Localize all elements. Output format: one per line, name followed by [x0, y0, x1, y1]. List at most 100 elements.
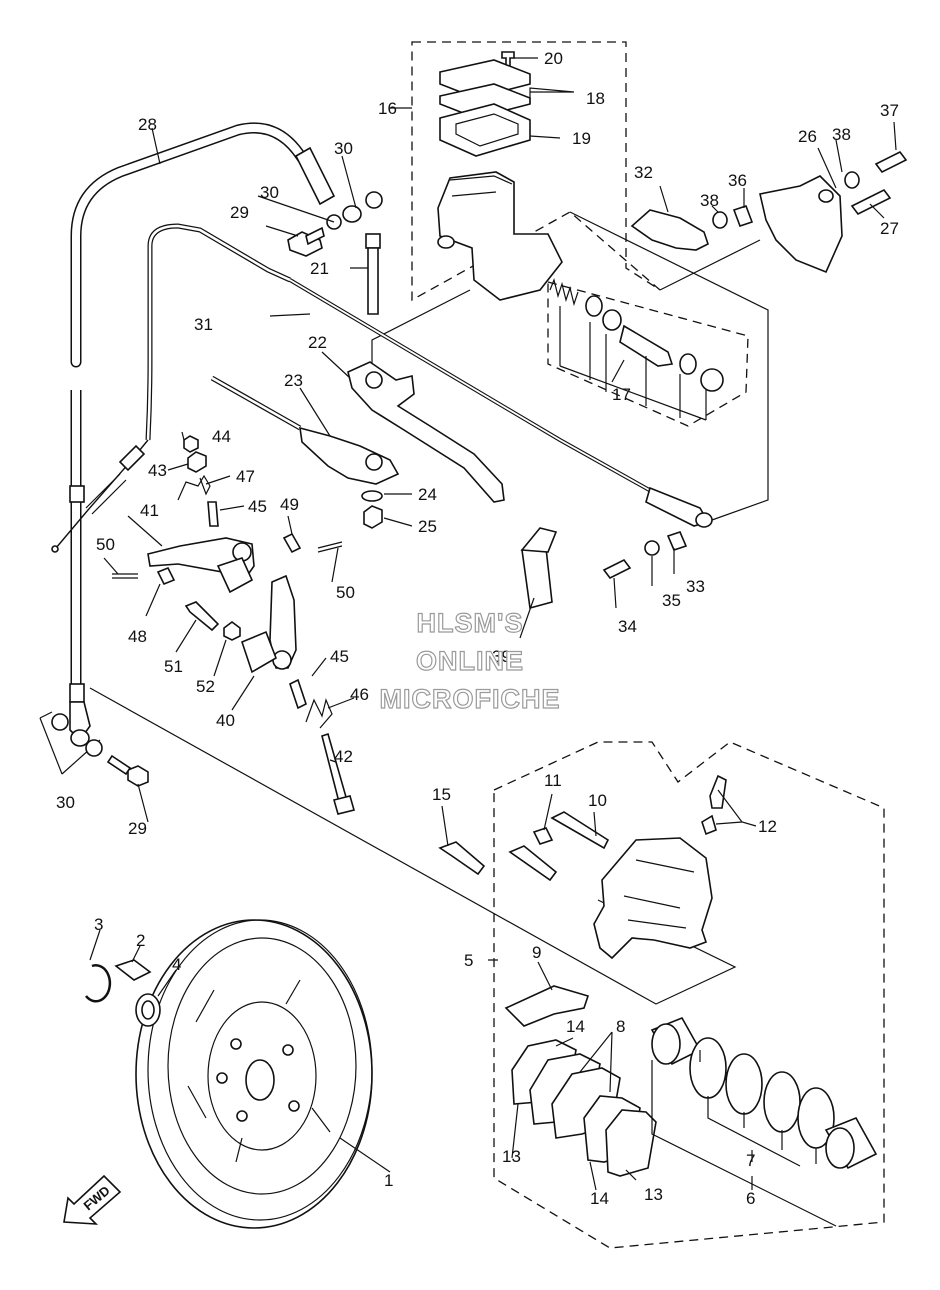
bolt-34 — [602, 558, 632, 580]
washer-38a — [712, 211, 728, 229]
bolt-48 — [156, 566, 176, 586]
seal-17b — [602, 309, 622, 331]
callout-22: 22 — [308, 333, 327, 352]
brake-pedal-32 — [630, 209, 709, 251]
callout-12: 12 — [758, 817, 777, 836]
bolt-51 — [184, 601, 220, 632]
callout-5: 5 — [464, 951, 473, 970]
callout-41: 41 — [140, 501, 159, 520]
callout-27: 27 — [880, 219, 899, 238]
callout-16: 16 — [378, 99, 397, 118]
watermark-line-1: HLSM'S — [417, 608, 524, 638]
label-tag-39 — [521, 547, 553, 610]
brake-lever-22 — [347, 361, 505, 503]
callout-38b: 38 — [832, 125, 851, 144]
master-cylinder-body — [437, 171, 563, 301]
disc-bolt-5 — [216, 1072, 228, 1084]
bolt-caliper — [508, 845, 558, 882]
key-2 — [114, 959, 152, 981]
callout-40: 40 — [216, 711, 235, 730]
callout-31: 31 — [194, 315, 213, 334]
callout-43: 43 — [148, 461, 167, 480]
callout-36: 36 — [728, 171, 747, 190]
callout-2: 2 — [136, 931, 145, 950]
pedal-leader — [659, 239, 761, 291]
callout-44: 44 — [212, 427, 231, 446]
callout-4: 4 — [172, 955, 181, 974]
leaders — [89, 57, 897, 1191]
piston-6b-face — [825, 1127, 855, 1169]
bolt-29-bottom — [127, 765, 149, 787]
group-5-outline — [493, 741, 885, 1249]
callout-17: 17 — [612, 385, 631, 404]
pin-45a — [207, 501, 219, 527]
callout-39: 39 — [492, 647, 511, 666]
disc-bolt-3 — [288, 1100, 300, 1112]
label-tag-39-flap — [520, 527, 558, 553]
callout-32: 32 — [634, 163, 653, 182]
callout-14b: 14 — [590, 1189, 609, 1208]
cup-17 — [679, 353, 697, 375]
spring-17 — [549, 278, 579, 307]
brake-disc-carrier — [207, 1001, 317, 1151]
diaphragm-19-inner — [455, 113, 519, 147]
callout-33: 33 — [686, 577, 705, 596]
pin-49 — [282, 532, 302, 554]
callout-47: 47 — [236, 467, 255, 486]
spring-46 — [305, 698, 333, 729]
nut-52 — [223, 621, 241, 641]
fwd-arrow — [63, 1174, 122, 1225]
master-cylinder-port — [437, 235, 455, 249]
callout-30b: 30 — [260, 183, 279, 202]
collar-33 — [666, 531, 688, 551]
callout-35: 35 — [662, 591, 681, 610]
lever-pivot-22 — [365, 371, 383, 389]
cotter-50b — [317, 541, 343, 553]
seal-17a — [585, 295, 603, 317]
lever-bracket-23 — [299, 426, 400, 485]
bleeder-cap-12 — [701, 814, 717, 836]
callout-1: 1 — [384, 1171, 393, 1190]
washer-30d — [85, 739, 103, 757]
callout-13b: 13 — [644, 1185, 663, 1204]
group-17-outline — [547, 281, 749, 427]
cable-end-nipple — [51, 545, 59, 553]
callout-18: 18 — [586, 89, 605, 108]
callout-13a: 13 — [502, 1147, 521, 1166]
callout-9: 9 — [532, 943, 541, 962]
callout-38a: 38 — [700, 191, 719, 210]
caliper-body — [593, 837, 713, 960]
collar-36 — [732, 204, 754, 228]
banjo-top — [342, 205, 362, 223]
callout-50b: 50 — [336, 583, 355, 602]
callout-labels: 1 2 3 4 5 6 7 8 9 10 11 12 13 13 14 14 1… — [56, 49, 899, 1208]
callout-49: 49 — [280, 495, 299, 514]
master-cylinder-top — [449, 175, 513, 197]
seal-7a — [689, 1037, 727, 1099]
rod-42-end — [333, 795, 355, 815]
callout-45a: 45 — [248, 497, 267, 516]
washer-38b — [844, 171, 860, 189]
kit-17-lines — [559, 306, 707, 421]
boot-17 — [700, 368, 724, 392]
callout-30c: 30 — [56, 793, 75, 812]
callout-52: 52 — [196, 677, 215, 696]
callout-24: 24 — [418, 485, 437, 504]
watermark-line-3: MICROFICHE — [380, 684, 561, 714]
piston-17 — [619, 324, 674, 367]
seal-7c — [763, 1071, 801, 1133]
hose-bolt-21 — [365, 233, 381, 249]
rod-42 — [321, 732, 349, 807]
callout-10: 10 — [588, 791, 607, 810]
bolt-15 — [438, 841, 486, 876]
callout-45b: 45 — [330, 647, 349, 666]
pad-13b — [605, 1109, 657, 1177]
diaphragm-19 — [439, 103, 531, 157]
washer-30b — [365, 191, 383, 209]
rear-cable-eye — [695, 512, 713, 528]
washer-24 — [361, 490, 383, 502]
spring-47 — [177, 474, 211, 501]
brake-hose-28-core — [72, 123, 306, 366]
callout-20: 20 — [544, 49, 563, 68]
callout-37: 37 — [880, 101, 899, 120]
